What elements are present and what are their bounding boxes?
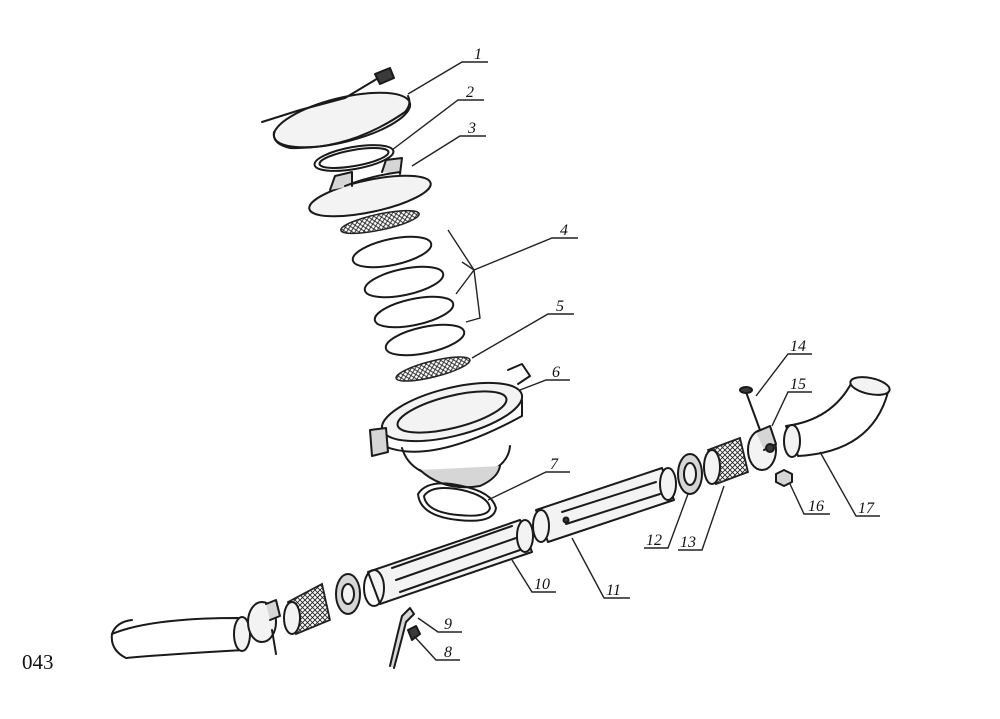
part-14-bolt <box>739 386 761 431</box>
part-13-mesh-sleeve <box>703 436 750 486</box>
callout-7: 7 <box>550 456 559 473</box>
lower-elbow-hose <box>110 616 251 659</box>
leader-lines <box>391 61 880 661</box>
callout-8: 8 <box>444 644 452 661</box>
callout-1: 1 <box>474 46 482 63</box>
callout-12: 12 <box>646 532 662 549</box>
part-9-lever <box>389 607 415 669</box>
part-16-nut <box>775 469 793 487</box>
part-3-flange-cap <box>308 157 432 218</box>
callout-4: 4 <box>560 222 568 239</box>
part-10-tube <box>363 519 534 607</box>
part-8-screw <box>407 625 421 641</box>
part-2-gasket-ring <box>313 144 395 172</box>
callout-labels: 1 2 3 4 5 6 7 8 9 10 11 12 13 14 15 16 1… <box>444 46 875 661</box>
part-11-tube <box>532 467 677 543</box>
part-5-screen-disc <box>395 356 471 382</box>
callout-5: 5 <box>556 298 564 315</box>
page-number: 043 <box>22 650 54 674</box>
callout-11: 11 <box>606 582 621 599</box>
part-4-filter-elements <box>351 235 466 357</box>
callout-16: 16 <box>808 498 824 515</box>
part-12-bearing-ring <box>677 453 703 495</box>
part-17-elbow-hose <box>783 376 891 458</box>
callout-9: 9 <box>444 616 452 633</box>
screen-disc-upper <box>340 209 420 235</box>
callout-14: 14 <box>790 338 806 355</box>
callout-13: 13 <box>680 534 696 551</box>
callout-2: 2 <box>466 84 474 101</box>
lower-hose-clamp <box>247 599 281 655</box>
callout-10: 10 <box>534 576 550 593</box>
callout-17: 17 <box>858 500 875 517</box>
lower-mesh-sleeve <box>283 582 332 636</box>
part-1-cover-lid <box>261 67 412 150</box>
callout-3: 3 <box>467 120 476 137</box>
callout-15: 15 <box>790 376 806 393</box>
part-15-clamp <box>747 425 777 471</box>
callout-6: 6 <box>552 364 560 381</box>
part-7-clamp-ring <box>417 482 497 522</box>
part-6-filter-housing <box>369 363 531 489</box>
lower-bearing-ring <box>335 573 361 615</box>
